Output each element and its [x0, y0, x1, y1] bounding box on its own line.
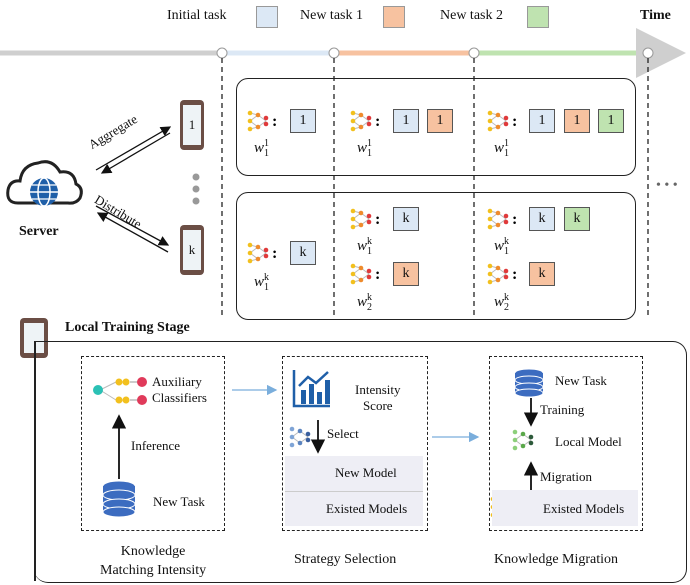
- task-box-new1: k: [393, 262, 419, 286]
- server-label: Server: [19, 224, 59, 239]
- task-box-initial: k: [393, 207, 419, 231]
- step3-existed-models-label: Existed Models: [543, 501, 625, 516]
- client-k-phone: k: [180, 225, 204, 275]
- inference-label: Inference: [131, 438, 181, 453]
- aggregate-arrow-back: [96, 212, 169, 253]
- database-icon: [102, 480, 136, 518]
- local-model-label: Local Model: [555, 434, 622, 449]
- task-box-initial: k: [529, 207, 555, 231]
- client-1-phone: 1: [180, 100, 204, 150]
- weight-label: w11: [357, 138, 373, 159]
- intensity-score-icon: [292, 370, 330, 408]
- weight-label: w11: [494, 138, 510, 159]
- training-label: Training: [540, 402, 585, 417]
- legend-new2-swatch: [527, 6, 549, 28]
- local-model-icon: [512, 429, 534, 451]
- legend-new1-swatch: [383, 6, 405, 28]
- database-icon: [514, 368, 544, 398]
- step1-new-task-label: New Task: [153, 494, 205, 509]
- existed-models-area: [492, 490, 638, 526]
- client-k-panel: [236, 192, 636, 320]
- task-box-initial: k: [290, 241, 316, 265]
- task-box-initial: 1: [393, 109, 419, 133]
- step1-box: [81, 356, 225, 531]
- step2-box: [282, 356, 428, 531]
- legend-new2-label: New task 2: [440, 8, 503, 23]
- task-box-new2: k: [564, 207, 590, 231]
- new-model-label: New Model: [335, 465, 397, 480]
- task-box-initial: 1: [290, 109, 316, 133]
- task-box-new1: k: [529, 262, 555, 286]
- local-stage-title: Local Training Stage: [65, 320, 190, 335]
- legend-new1-label: New task 1: [300, 8, 363, 23]
- task-box-new2: 1: [598, 109, 624, 133]
- weight-label: w1k: [254, 272, 270, 293]
- weight-label: w2k: [494, 292, 510, 313]
- ellipsis: • • •: [656, 178, 678, 193]
- task-box-new1: 1: [564, 109, 590, 133]
- step3-caption: Knowledge Migration: [494, 552, 619, 567]
- legend-initial-label: Initial task: [167, 8, 227, 23]
- distribute-arrow-back: [100, 132, 171, 174]
- weight-label: w1k: [357, 236, 373, 257]
- cloud-icon: [6, 160, 83, 207]
- step2-existed-models-label: Existed Models: [326, 501, 408, 516]
- time-label: Time: [640, 8, 671, 23]
- legend-initial-swatch: [256, 6, 278, 28]
- weight-label: w1k: [494, 236, 510, 257]
- weight-label: w11: [254, 138, 270, 159]
- migration-label: Migration: [540, 469, 592, 484]
- step3-new-task-label: New Task: [555, 373, 607, 388]
- step2-caption: Strategy Selection: [294, 552, 397, 567]
- task-box-initial: 1: [529, 109, 555, 133]
- weight-label: w2k: [357, 292, 373, 313]
- select-label: Select: [327, 426, 359, 441]
- local-stage-panel: [34, 341, 687, 583]
- auxiliary-classifiers-icon: [93, 377, 147, 405]
- new-model-icon: [289, 426, 311, 448]
- aggregate-arrow: [95, 126, 172, 171]
- step3-box: [489, 356, 643, 531]
- task-box-new1: 1: [427, 109, 453, 133]
- client-1-panel: [236, 78, 636, 176]
